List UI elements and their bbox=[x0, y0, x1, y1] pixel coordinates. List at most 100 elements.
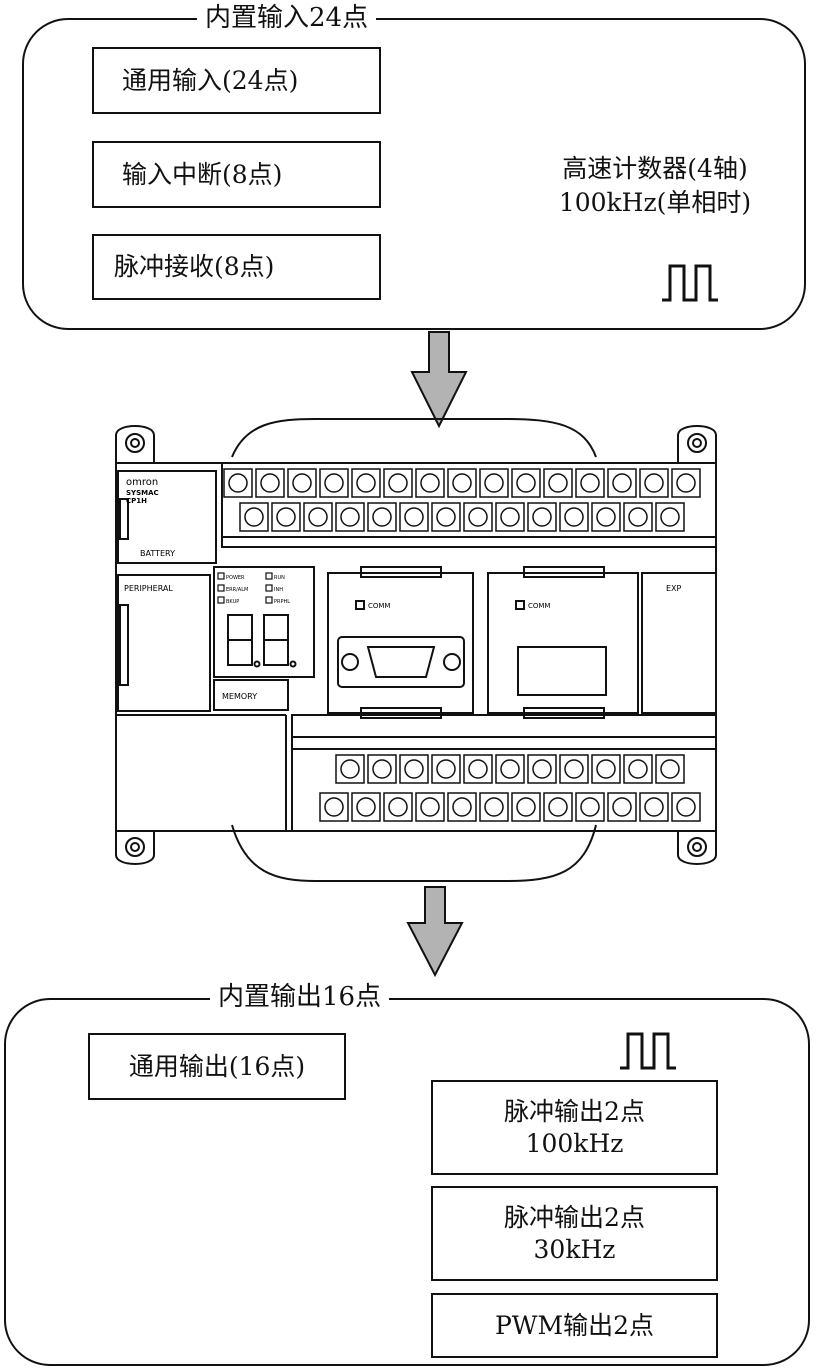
terminal-block bbox=[335, 754, 365, 784]
terminal-block bbox=[431, 754, 461, 784]
output-group-title: 内置输出16点 bbox=[210, 982, 390, 1012]
terminal-screw bbox=[468, 759, 488, 779]
plc-model-line2: CP1H bbox=[126, 497, 147, 505]
terminal-screw bbox=[356, 797, 376, 817]
terminal-block bbox=[575, 792, 605, 822]
terminal-screw bbox=[612, 473, 632, 493]
input-group bbox=[22, 18, 806, 330]
terminal-screw bbox=[484, 797, 504, 817]
terminal-block bbox=[655, 754, 685, 784]
terminal-screw bbox=[276, 507, 296, 527]
led-left-1: ERR/ALM bbox=[226, 587, 248, 593]
terminal-block bbox=[479, 792, 509, 822]
terminal-block bbox=[415, 792, 445, 822]
terminal-block bbox=[223, 468, 253, 498]
terminal-block bbox=[671, 792, 701, 822]
terminal-block bbox=[607, 792, 637, 822]
terminal-screw bbox=[388, 473, 408, 493]
pulse-output-100k-line2: 100kHz bbox=[525, 1128, 624, 1158]
terminal-block bbox=[639, 468, 669, 498]
terminal-screw bbox=[612, 797, 632, 817]
terminal-screw bbox=[404, 507, 424, 527]
terminal-block bbox=[239, 502, 269, 532]
pulse-waveform-icon bbox=[662, 264, 718, 302]
terminal-screw bbox=[596, 759, 616, 779]
terminal-screw bbox=[532, 507, 552, 527]
led-right-2: PRPHL bbox=[274, 599, 290, 605]
terminal-block bbox=[463, 502, 493, 532]
pulse-output-30k-box: 脉冲输出2点 30kHz bbox=[431, 1186, 718, 1281]
terminal-screw bbox=[548, 797, 568, 817]
terminal-screw bbox=[292, 473, 312, 493]
terminal-block bbox=[495, 754, 525, 784]
terminal-screw bbox=[372, 759, 392, 779]
terminal-screw bbox=[580, 473, 600, 493]
counter-line-1: 高速计数器(4轴) bbox=[562, 154, 748, 183]
plc-model-line1: SYSMAC bbox=[126, 489, 159, 497]
terminal-screw bbox=[372, 507, 392, 527]
terminal-screw bbox=[644, 797, 664, 817]
terminal-block bbox=[527, 754, 557, 784]
terminal-block bbox=[559, 754, 589, 784]
terminal-screw bbox=[420, 473, 440, 493]
terminal-block bbox=[399, 502, 429, 532]
terminal-block bbox=[575, 468, 605, 498]
input-interrupt-box: 输入中断(8点) bbox=[92, 141, 381, 208]
terminal-block bbox=[511, 792, 541, 822]
plc-illustration: omron SYSMAC CP1H BATTERY PERIPHERAL MEM… bbox=[115, 418, 717, 882]
pulse-output-30k-line1: 脉冲输出2点 bbox=[504, 1202, 645, 1232]
input-group-title: 内置输入24点 bbox=[197, 3, 377, 33]
terminal-screw bbox=[436, 507, 456, 527]
terminal-block bbox=[319, 792, 349, 822]
terminal-screw bbox=[324, 797, 344, 817]
battery-label: BATTERY bbox=[140, 549, 175, 558]
terminal-screw bbox=[628, 507, 648, 527]
terminal-block bbox=[671, 468, 701, 498]
terminal-screw bbox=[340, 507, 360, 527]
terminal-block bbox=[367, 754, 397, 784]
terminal-screw bbox=[452, 797, 472, 817]
terminal-screw bbox=[452, 473, 472, 493]
terminal-block bbox=[623, 754, 653, 784]
terminal-screw bbox=[468, 507, 488, 527]
counter-line-2: 100kHz(单相时) bbox=[558, 188, 752, 217]
terminal-screw bbox=[404, 759, 424, 779]
terminal-block bbox=[591, 754, 621, 784]
terminal-screw bbox=[500, 759, 520, 779]
terminal-screw bbox=[644, 473, 664, 493]
pwm-output-box: PWM输出2点 bbox=[431, 1293, 718, 1358]
terminal-block bbox=[351, 792, 381, 822]
terminal-screw bbox=[420, 797, 440, 817]
terminal-block bbox=[591, 502, 621, 532]
terminal-block bbox=[319, 468, 349, 498]
terminal-block bbox=[367, 502, 397, 532]
led-right-0: RUN bbox=[274, 575, 285, 581]
led-left-2: BKUP bbox=[226, 599, 239, 605]
terminal-block bbox=[415, 468, 445, 498]
terminal-block bbox=[335, 502, 365, 532]
terminal-block bbox=[383, 792, 413, 822]
terminal-screw bbox=[516, 797, 536, 817]
plc-brand-label: omron bbox=[126, 477, 158, 488]
terminal-screw bbox=[356, 473, 376, 493]
terminal-block bbox=[639, 792, 669, 822]
terminal-block bbox=[511, 468, 541, 498]
terminal-block bbox=[431, 502, 461, 532]
pulse-waveform-icon bbox=[620, 1032, 676, 1070]
terminal-screw bbox=[308, 507, 328, 527]
terminal-screw bbox=[676, 797, 696, 817]
exp-label: EXP bbox=[666, 584, 682, 593]
terminal-block bbox=[543, 468, 573, 498]
terminal-block bbox=[495, 502, 525, 532]
output-group bbox=[4, 998, 810, 1366]
terminal-block bbox=[559, 502, 589, 532]
terminal-screw bbox=[244, 507, 264, 527]
terminal-block bbox=[655, 502, 685, 532]
led-right-1: INH bbox=[274, 587, 283, 593]
terminal-screw bbox=[436, 759, 456, 779]
pulse-output-30k-line2: 30kHz bbox=[533, 1234, 616, 1264]
terminal-screw bbox=[660, 759, 680, 779]
terminal-block bbox=[447, 468, 477, 498]
general-input-box: 通用输入(24点) bbox=[92, 47, 381, 114]
terminal-screw bbox=[484, 473, 504, 493]
